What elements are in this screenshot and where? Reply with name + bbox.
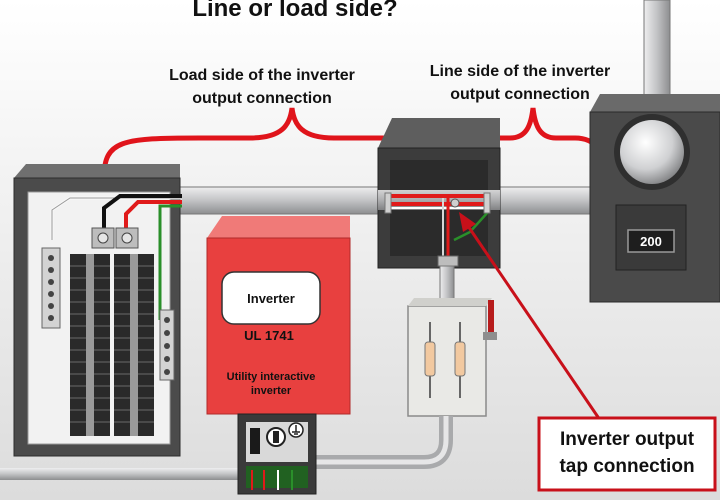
main-breaker-rating: 200 [640, 234, 662, 249]
title: Line or load side? [192, 0, 397, 22]
junction-box [377, 118, 501, 269]
inverter-standard: UL 1741 [244, 328, 294, 343]
callout-text-line2: tap connection [559, 456, 694, 477]
inverter-display [221, 271, 321, 325]
inverter-description-line1: Utility interactive [227, 371, 316, 383]
inverter-name: Inverter [247, 291, 295, 306]
fuse-1 [424, 322, 436, 398]
service-conduit [643, 0, 671, 101]
ac-disconnect [407, 298, 497, 417]
breaker-column-right [114, 254, 154, 436]
main-breaker [627, 229, 675, 253]
inverter-wiring-box [237, 413, 317, 495]
fuse-2 [454, 322, 466, 398]
load-side-label-line1: Load side of the inverter [169, 67, 355, 84]
inverter-description-line2: inverter [251, 385, 292, 397]
callout-arrow-line [466, 225, 602, 421]
callout-box [537, 416, 717, 492]
neutral-bar [41, 247, 61, 329]
load-side-label-line2: output connection [192, 90, 332, 107]
tap-connector [450, 198, 460, 208]
disconnect-handle[interactable] [488, 300, 494, 334]
callout-arrowhead [459, 212, 476, 232]
breaker-column-left [70, 254, 110, 436]
line-side-label-line2: output connection [450, 86, 590, 103]
callout-text-line1: Inverter output [560, 429, 695, 450]
main-panel [13, 164, 182, 457]
line-side-label-line1: Line side of the inverter [430, 63, 610, 80]
inverter: Inverter UL 1741 Utility interactive inv… [206, 216, 351, 415]
floor-conduit [0, 468, 270, 480]
meter-globe [620, 120, 684, 184]
meter-enclosure: 200 [589, 94, 720, 303]
